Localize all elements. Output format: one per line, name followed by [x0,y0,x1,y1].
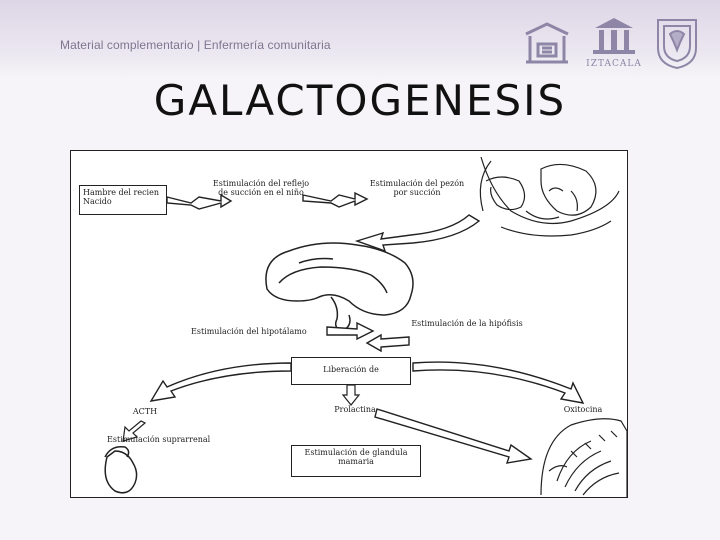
iztacala-logo: IZTACALA [585,16,643,68]
arrow-release-to-prolactin [343,385,359,405]
iztacala-temple-icon [585,16,643,54]
hunger-box: Hambre del recien Nacido [79,185,167,215]
nipple-stimulation-label: Estimulación del pezón por succión [367,179,467,197]
mammary-gland-box: Estimulación de glandula mamaria [291,445,421,477]
arrow-hunger-to-reflex [167,195,231,209]
arrow-to-hypothalamus [327,323,373,339]
release-box: Liberación de [291,357,411,385]
adrenal-stimulation-label: Estimulación suprarrenal [107,435,217,444]
arrow-release-to-acth [151,363,291,401]
iztacala-wordmark: IZTACALA [585,59,643,69]
arrow-nipple-to-brain [357,215,479,251]
hypophysis-label: Estimulación de la hipófisis [407,319,527,328]
unam-building-logo [522,20,572,66]
brain-illustration [266,243,413,331]
arrow-release-to-oxytocin [413,362,583,403]
galactogenesis-diagram: Hambre del recien Nacido Estimulación de… [70,150,628,498]
slide-title: GALACTOGENESIS [0,76,720,125]
mammary-gland-illustration [541,419,627,497]
arrow-hypophysis-to-release [367,335,409,351]
adrenal-kidney-illustration [105,447,137,493]
mother-baby-illustration [480,157,619,236]
acth-label: ACTH [125,407,165,416]
oxytocin-label: Oxitocina [553,405,613,414]
slide-header: Material complementario | Enfermería com… [0,0,720,78]
hypothalamus-label: Estimulación del hipotálamo [191,327,321,336]
prolactin-label: Prolactina [325,405,385,414]
unam-seal-logo [650,14,704,70]
header-caption: Material complementario | Enfermería com… [60,38,331,52]
suck-reflex-label: Estimulación del reflejo de succión en e… [207,179,315,197]
